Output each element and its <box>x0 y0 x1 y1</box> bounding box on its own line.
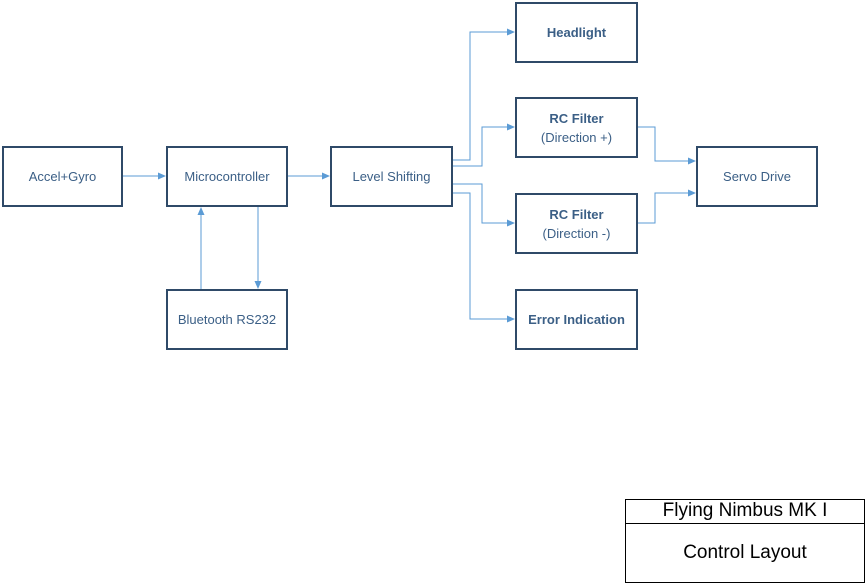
rc-filter-minus-subtitle: (Direction -) <box>542 225 611 241</box>
servo-drive-block: Servo Drive <box>696 146 818 207</box>
connector-level-to-headlight <box>453 28 515 161</box>
error-indication-label: Error Indication <box>528 312 625 327</box>
rc-filter-plus-subtitle: (Direction +) <box>540 129 613 145</box>
level-shifting-label: Level Shifting <box>352 169 431 184</box>
microcontroller-label: Microcontroller <box>184 169 270 184</box>
connector-rc-plus-to-servo <box>638 126 696 165</box>
error-indication-block: Error Indication <box>515 289 638 350</box>
servo-drive-label: Servo Drive <box>723 169 791 184</box>
bluetooth-label: Bluetooth RS232 <box>177 312 277 327</box>
accel-gyro-block: Accel+Gyro <box>2 146 123 207</box>
drawing-title: Control Layout <box>683 542 807 563</box>
rc-filter-minus-title: RC Filter <box>549 206 604 222</box>
connector-level-to-error <box>453 192 515 323</box>
headlight-block: Headlight <box>515 2 638 63</box>
headlight-label: Headlight <box>546 25 607 40</box>
bluetooth-block: Bluetooth RS232 <box>166 289 288 350</box>
rc-filter-plus-title: RC Filter <box>549 110 604 126</box>
connector-rc-minus-to-servo <box>638 189 696 224</box>
title-block: Flying Nimbus MK I Control Layout <box>625 499 865 583</box>
project-name: Flying Nimbus MK I <box>626 500 864 524</box>
connector-level-to-rc-plus <box>453 123 515 167</box>
connector-level-to-rc-minus <box>453 183 515 227</box>
microcontroller-block: Microcontroller <box>166 146 288 207</box>
level-shifting-block: Level Shifting <box>330 146 453 207</box>
rc-filter-minus-block: RC Filter (Direction -) <box>515 193 638 254</box>
rc-filter-plus-block: RC Filter (Direction +) <box>515 97 638 158</box>
accel-gyro-label: Accel+Gyro <box>28 169 97 184</box>
